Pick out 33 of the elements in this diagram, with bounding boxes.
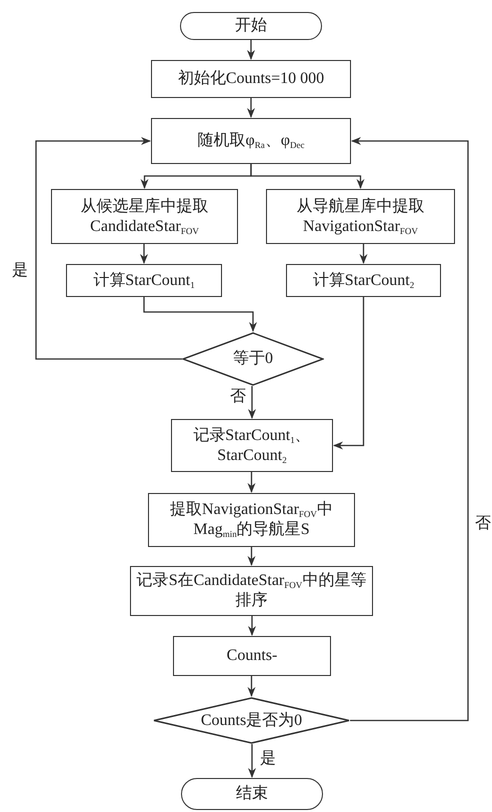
arrow bbox=[333, 297, 364, 450]
process-box: 从导航星库中提取NavigationStar$_{FOV}$ bbox=[266, 189, 455, 244]
process-box: 记录StarCount$_{1}$、StarCount$_{2}$ bbox=[171, 419, 333, 472]
arrow bbox=[360, 244, 368, 264]
arrow bbox=[35, 137, 182, 360]
arrow bbox=[140, 244, 148, 264]
process-box: Counts- bbox=[173, 636, 331, 676]
process-box: 随机取φ$_{Ra}$、φ$_{Dec}$ bbox=[151, 118, 351, 164]
process-box: 计算StarCount$_{2}$ bbox=[286, 264, 441, 297]
process-box: 从候选星库中提取CandidateStar$_{FOV}$ bbox=[51, 189, 238, 244]
arrow bbox=[248, 472, 256, 493]
edge-label: 是 bbox=[12, 262, 28, 280]
arrow bbox=[250, 164, 364, 189]
edge-label: 否 bbox=[230, 388, 246, 406]
arrow bbox=[247, 98, 255, 118]
process-box: 提取NavigationStar$_{FOV}$中Mag$_{min}$的导航星S bbox=[148, 493, 355, 547]
arrow bbox=[248, 386, 256, 419]
terminal-box: 结束 bbox=[181, 778, 323, 810]
arrow bbox=[248, 616, 256, 636]
arrow bbox=[143, 297, 257, 332]
arrow bbox=[248, 547, 256, 566]
arrow bbox=[247, 40, 255, 60]
arrow bbox=[248, 744, 256, 778]
decision-diamond: Counts是否为0 bbox=[153, 697, 350, 744]
edge-label: 是 bbox=[260, 750, 276, 768]
arrow bbox=[248, 676, 256, 697]
process-box: 计算StarCount$_{1}$ bbox=[66, 264, 222, 297]
edge-label: 否 bbox=[475, 515, 491, 533]
process-box: 初始化Counts=10 000 bbox=[151, 60, 351, 98]
process-box: 记录S在CandidateStar$_{FOV}$中的星等排序 bbox=[130, 566, 373, 616]
terminal-box: 开始 bbox=[180, 12, 322, 40]
decision-diamond: 等于0 bbox=[182, 332, 324, 386]
arrow bbox=[350, 137, 469, 722]
